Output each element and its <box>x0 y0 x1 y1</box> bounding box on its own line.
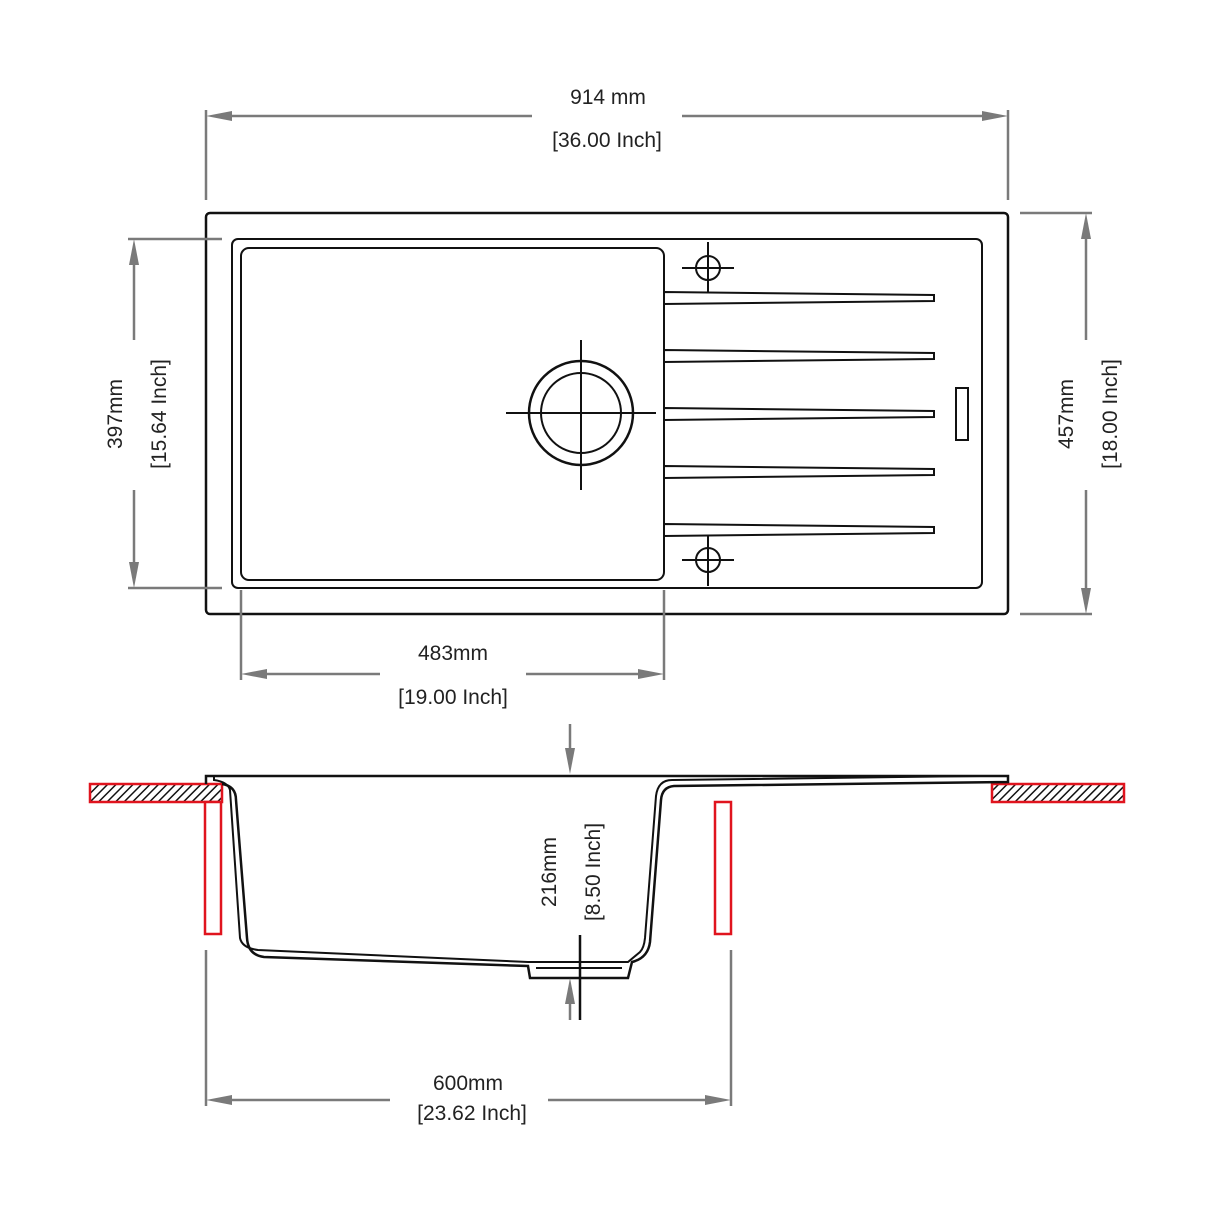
top-view: 914 mm [36.00 Inch] 397mm [15.64 Inch] 4… <box>104 86 1122 709</box>
cabinet-width-dimension: 600mm [23.62 Inch] <box>204 950 733 1125</box>
sink-outer-rim <box>204 211 1010 616</box>
cabinet-wall-left <box>203 800 223 936</box>
bowl-depth-inch: [8.50 Inch] <box>582 823 605 921</box>
countertop-right <box>990 782 1126 804</box>
width-dimension: 914 mm [36.00 Inch] <box>204 86 1010 200</box>
sink-profile-inner <box>213 775 981 963</box>
tap-hole-icon <box>682 242 734 294</box>
bowl-depth-dimension: 216mm [8.50 Inch] <box>538 724 605 1020</box>
bowl-depth-mm: 216mm <box>538 837 561 907</box>
overflow-slot <box>955 387 969 441</box>
overall-depth-inch: [18.00 Inch] <box>1099 359 1122 469</box>
cabinet-width-mm: 600mm <box>433 1072 503 1095</box>
drain-icon <box>506 340 656 490</box>
width-inch: [36.00 Inch] <box>552 129 662 152</box>
bowl-width-mm: 483mm <box>418 642 488 665</box>
inner-depth-mm: 397mm <box>104 379 127 449</box>
cabinet-wall-right <box>713 800 733 936</box>
side-view: 216mm [8.50 Inch] 600mm [23.62 Inch] <box>88 724 1126 1125</box>
tap-hole-icon <box>682 534 734 586</box>
inner-depth-inch: [15.64 Inch] <box>148 359 171 469</box>
overall-depth-mm: 457mm <box>1055 379 1078 449</box>
sink-inner-rim <box>231 238 983 589</box>
countertop-left <box>88 782 224 804</box>
cabinet-width-inch: [23.62 Inch] <box>417 1102 527 1125</box>
bowl-width-inch: [19.00 Inch] <box>398 686 508 709</box>
inner-depth-dimension: 397mm [15.64 Inch] <box>104 237 222 590</box>
drainer-grooves <box>663 290 935 538</box>
bowl-width-dimension: 483mm [19.00 Inch] <box>239 590 666 709</box>
sink-profile <box>204 774 1010 980</box>
width-mm: 914 mm <box>570 86 646 109</box>
overall-depth-dimension: 457mm [18.00 Inch] <box>1020 211 1122 616</box>
